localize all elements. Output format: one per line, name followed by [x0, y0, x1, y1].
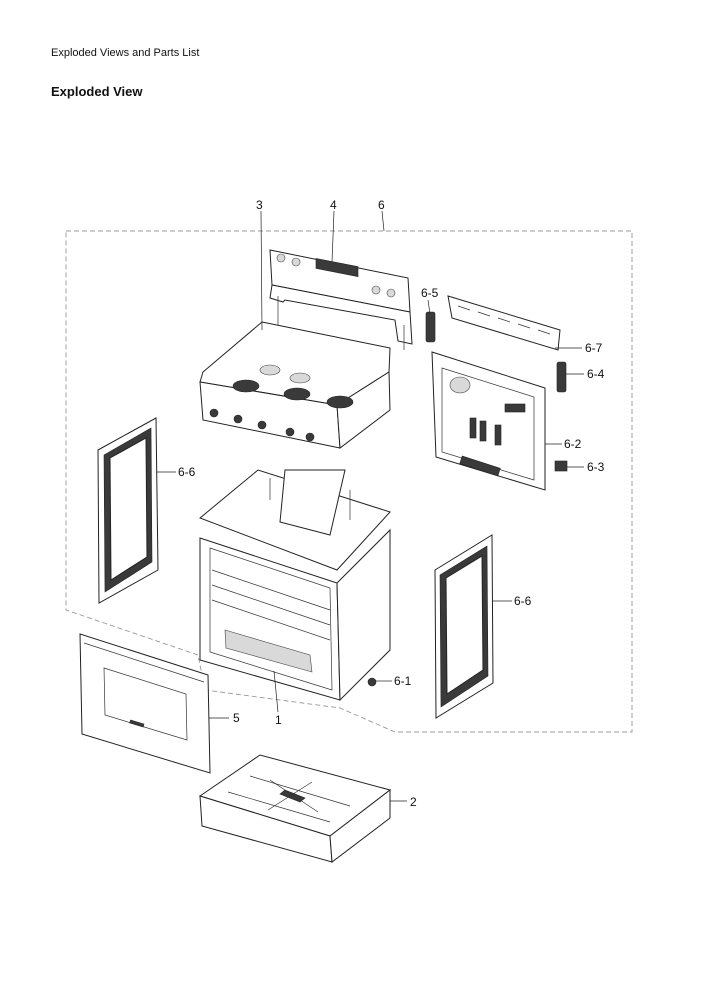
callout-3: 3 — [256, 198, 263, 212]
cooktop-part-3 — [199, 321, 391, 449]
bracket-part-6-5 — [425, 311, 436, 343]
rear-panel-part-6-2 — [431, 351, 546, 491]
assembly-6-boundary — [65, 230, 633, 733]
callout-6-4: 6-4 — [587, 367, 605, 381]
oven-door-part-5 — [79, 633, 211, 774]
callout-6-7: 6-7 — [585, 341, 603, 355]
left-side-panel-part-6-6 — [97, 417, 159, 604]
callout-1: 1 — [275, 713, 282, 727]
callout-6: 6 — [378, 198, 385, 212]
drawer-part-2 — [198, 754, 392, 863]
callout-6-3: 6-3 — [587, 460, 605, 474]
document-header: Exploded Views and Parts List — [51, 47, 200, 59]
callout-6-1: 6-1 — [394, 674, 412, 688]
callout-6-6-right: 6-6 — [514, 594, 532, 608]
fitting-part-6-1 — [367, 677, 377, 687]
callout-6-2: 6-2 — [564, 437, 582, 451]
callout-5: 5 — [233, 711, 240, 725]
callout-6-5: 6-5 — [421, 286, 439, 300]
clip-part-6-3 — [554, 460, 568, 472]
right-side-panel-part-6-6 — [434, 534, 494, 719]
oven-cavity-part-1 — [199, 469, 391, 702]
callout-2: 2 — [410, 795, 417, 809]
rear-bracket-part-6-7 — [447, 295, 561, 351]
callout-6-6-left: 6-6 — [178, 465, 196, 479]
page-title: Exploded View — [51, 84, 143, 99]
bracket-part-6-4 — [556, 361, 567, 393]
callout-4: 4 — [330, 198, 337, 212]
control-panel-part-4 — [269, 249, 413, 350]
